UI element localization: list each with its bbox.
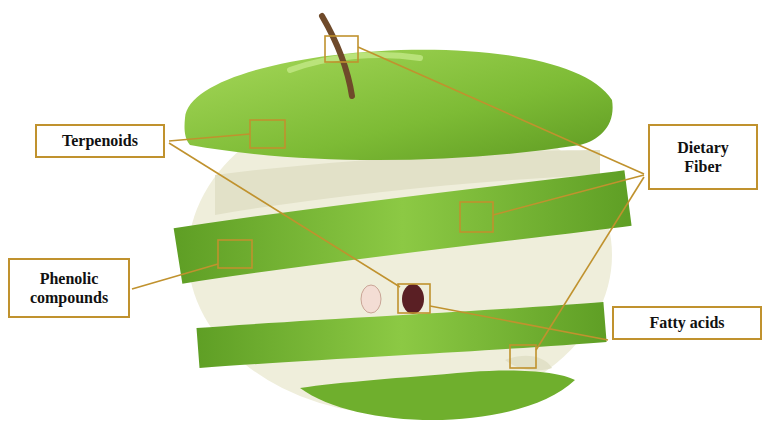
label-text: Terpenoids xyxy=(62,131,138,150)
apple-bottom xyxy=(300,370,575,420)
peel-band xyxy=(198,322,605,348)
leader-line xyxy=(430,306,608,340)
label-box: Terpenoids xyxy=(35,124,165,158)
peel-band xyxy=(178,198,628,256)
label-content: Phenolic compounds xyxy=(16,269,122,307)
marker-square xyxy=(510,345,536,368)
apple-seed xyxy=(402,284,424,314)
apple-top xyxy=(185,50,613,160)
marker-square xyxy=(325,36,358,62)
label-box: Fatty acids xyxy=(612,306,762,340)
label-content: Terpenoids xyxy=(62,131,138,150)
label-text: Fatty acids xyxy=(649,313,724,332)
leader-line xyxy=(493,175,644,215)
leader-line xyxy=(169,143,400,287)
marker-square xyxy=(398,284,430,313)
label-box: Phenolic compounds xyxy=(8,258,130,318)
label-content: Dietary Fiber xyxy=(663,138,743,176)
apple-seed xyxy=(361,285,381,313)
label-box: Dietary Fiber xyxy=(648,124,758,190)
label-text: Dietary Fiber xyxy=(663,138,743,176)
leader-line xyxy=(358,47,644,174)
leader-line xyxy=(169,134,250,141)
leader-line xyxy=(132,264,218,289)
marker-square xyxy=(218,240,252,268)
label-content: Fatty acids xyxy=(649,313,724,332)
apple-stem xyxy=(322,16,352,96)
marker-square xyxy=(460,202,493,232)
marker-square xyxy=(250,120,285,148)
label-text: Phenolic compounds xyxy=(16,269,122,307)
